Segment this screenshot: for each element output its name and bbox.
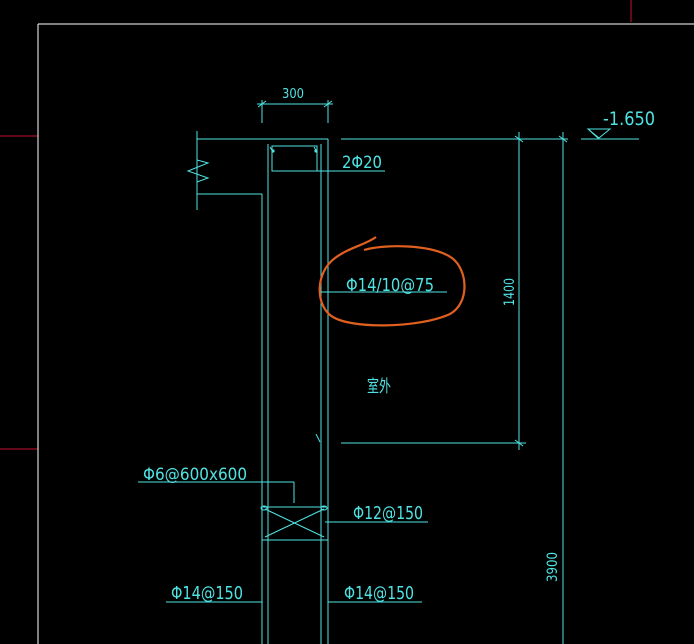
- tie-spec-label: Φ6@600x600: [143, 465, 247, 485]
- cross-bar-label: Φ12@150: [353, 503, 423, 524]
- height-dimension-label: 3900: [545, 552, 561, 582]
- width-dimension-label: 300: [282, 87, 304, 102]
- left-bar-label: Φ14@150: [171, 583, 243, 604]
- highlight-circle: [318, 236, 466, 327]
- level-label: -1.650: [603, 108, 655, 130]
- drawing-frame: [37, 23, 694, 644]
- outdoor-label: 室外: [367, 377, 391, 397]
- depth-dimension-label: 1400: [502, 278, 518, 306]
- wall-section-linework: [138, 100, 639, 644]
- right-bar-label: Φ14@150: [344, 583, 414, 604]
- top-bars-label: 2Φ20: [342, 153, 382, 173]
- circled-rebar-label: Φ14/10@75: [346, 275, 434, 296]
- red-border-lines: [0, 0, 632, 450]
- top-rebar-dots: [271, 149, 318, 153]
